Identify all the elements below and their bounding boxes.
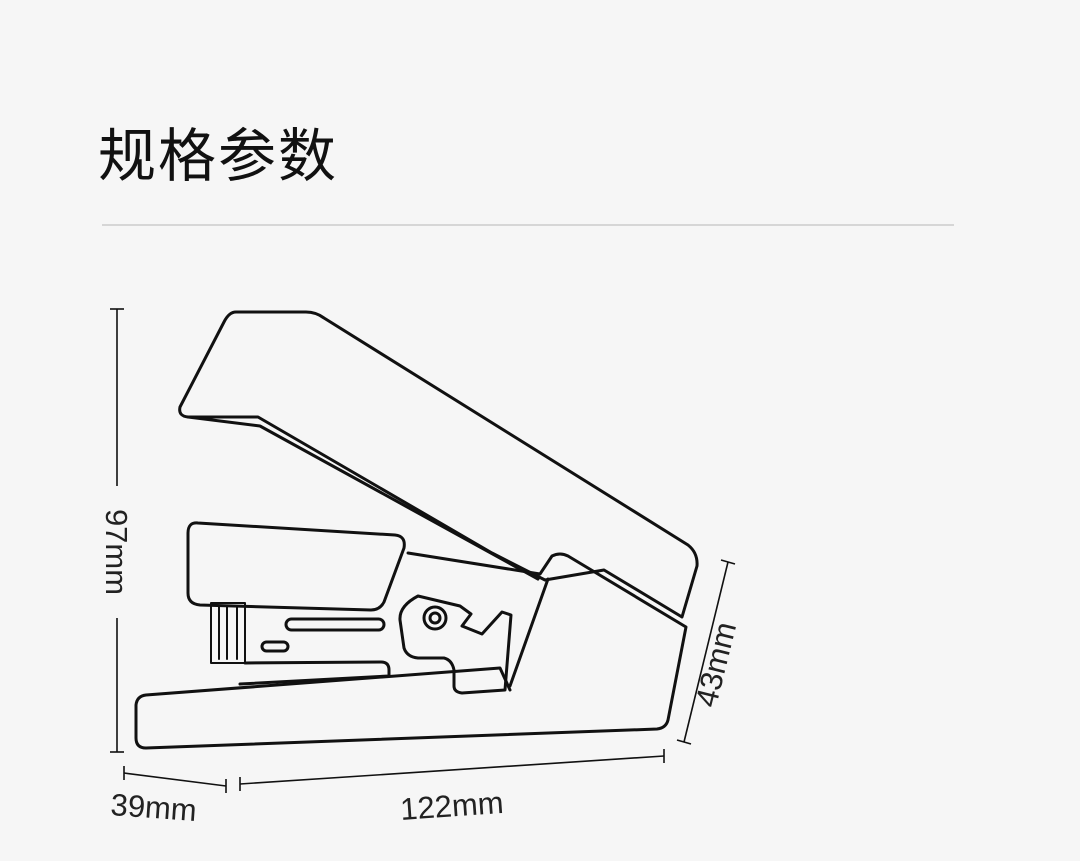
dimension-label-length: 122mm: [399, 785, 505, 827]
title-divider: [102, 224, 954, 226]
dimension-lines: [110, 308, 736, 793]
dimension-label-base-height: 43mm: [688, 618, 743, 710]
stapler-illustration: [134, 310, 699, 750]
magazine-bar: [238, 660, 391, 686]
stapler-handle: [178, 310, 699, 619]
dimension-label-height: 97mm: [99, 509, 134, 595]
stapler-head: [186, 521, 406, 612]
stapler-handle-underside: [186, 415, 540, 581]
page-title: 规格参数: [98, 122, 339, 190]
stapler-side-inner: [508, 577, 550, 688]
magazine-slot-small: [260, 640, 290, 653]
dimension-label-depth: 39mm: [110, 787, 198, 828]
hinge-pin-outer: [422, 605, 448, 631]
hinge-plate: [398, 594, 513, 695]
hinge-pin-inner: [428, 611, 442, 625]
magazine-slot: [284, 617, 386, 632]
staple-strip: [210, 602, 246, 664]
stapler-rear-body: [134, 551, 688, 750]
